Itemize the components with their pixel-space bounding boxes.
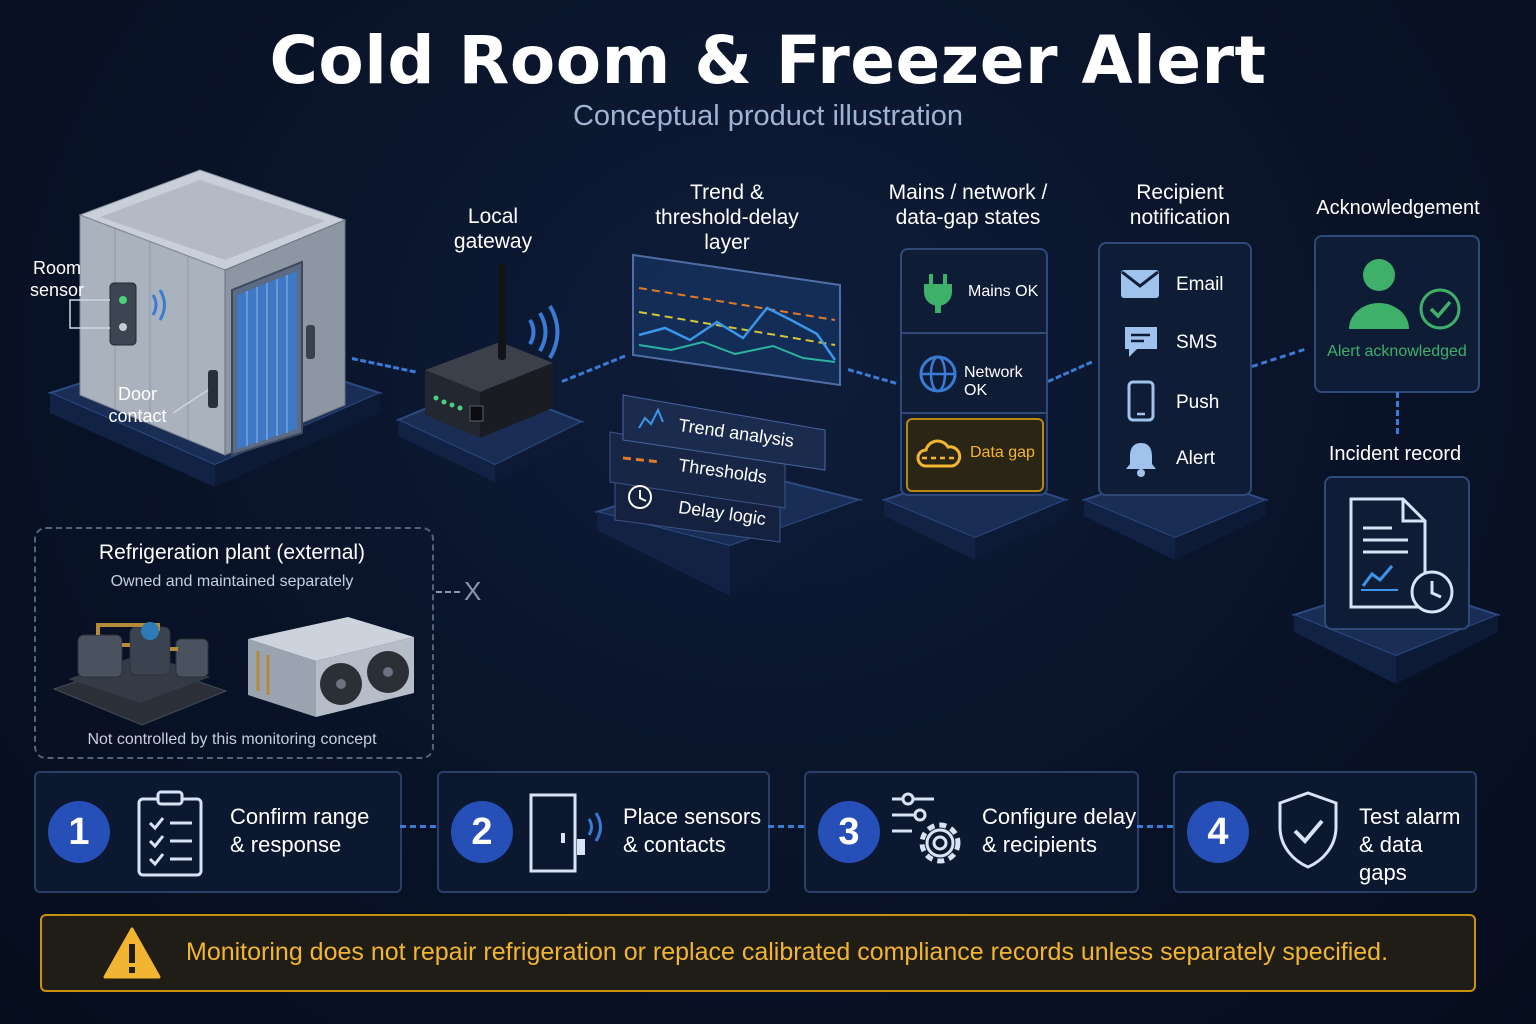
gateway-label: Local gateway (453, 205, 533, 253)
door-contact-label: Door contact (108, 384, 167, 426)
connector-states-notification (1047, 360, 1093, 383)
checklist-icon (137, 790, 203, 877)
step-2: 2 Place sensors & contacts (437, 771, 770, 893)
channel-sms: SMS (1100, 324, 1250, 364)
step-connector-2 (768, 825, 804, 828)
channel-email: Email (1100, 266, 1250, 306)
plant-disconnect-x-icon: X (464, 576, 482, 606)
step-3-text: Configure delay & recipients (982, 804, 1137, 857)
email-icon (1121, 270, 1159, 298)
door-sensor-icon (529, 793, 602, 873)
step-1: 1 Confirm range & response (34, 771, 402, 893)
phone-icon (1127, 380, 1155, 422)
state-mains-text: Mains OK (968, 283, 1039, 300)
plant-note: Not controlled by this monitoring concep… (87, 731, 377, 748)
incident-card (1324, 476, 1470, 630)
channel-push-text: Push (1176, 392, 1220, 413)
page-title: Cold Room & Freezer Alert (269, 22, 1267, 99)
notification-panel: Email SMS Push Alert (1098, 242, 1252, 496)
disclaimer-text: Monitoring does not repair refrigeration… (186, 938, 1389, 966)
step-4: 4 Test alarm & data gaps (1173, 771, 1477, 893)
globe-icon (919, 355, 957, 393)
acknowledgement-status: Alert acknowledged (1327, 343, 1467, 360)
cold-room-illustration (47, 169, 383, 487)
plant-disconnect-line (436, 591, 460, 593)
warning-icon (103, 927, 161, 979)
room-sensor-label: Room sensor (29, 258, 85, 300)
step-2-number: 2 (451, 801, 513, 863)
plug-icon (924, 274, 952, 313)
cold-room-unit: Room sensor Door contact (30, 165, 390, 505)
state-network-text: Network OK (964, 364, 1023, 399)
channel-push: Push (1100, 380, 1250, 424)
gateway-device (395, 264, 585, 482)
channel-email-text: Email (1176, 274, 1224, 295)
plant-title: Refrigeration plant (external) (98, 541, 366, 564)
notification-label: Recipient notification (1129, 181, 1231, 229)
step-4-number: 4 (1187, 801, 1249, 863)
state-mains: Mains OK (902, 250, 1046, 334)
state-network: Network OK (902, 334, 1046, 414)
state-data-gap-text: Data gap (970, 444, 1035, 461)
document-clock-icon (1349, 497, 1454, 614)
chat-bubble-icon (1125, 327, 1157, 357)
refrigeration-plant-box: Refrigeration plant (external) Owned and… (34, 527, 434, 759)
channel-alert: Alert (1100, 440, 1250, 480)
incident-label: Incident record (1328, 443, 1462, 465)
acknowledgement-label: Acknowledgement (1316, 197, 1480, 219)
step-4-text: Test alarm & data gaps (1359, 804, 1461, 885)
step-3-number: 3 (818, 801, 880, 863)
channel-sms-text: SMS (1176, 332, 1218, 353)
step-1-number: 1 (48, 801, 110, 863)
channel-alert-text: Alert (1176, 448, 1216, 469)
acknowledgement-card: Alert acknowledged (1314, 235, 1480, 393)
bell-icon (1126, 443, 1156, 477)
page-subtitle: Conceptual product illustration (572, 100, 964, 132)
cloud-gap-icon (916, 439, 962, 468)
step-3: 3 Configure delay & recipients (804, 771, 1139, 893)
step-1-text: Confirm range & response (230, 804, 370, 857)
plant-subtitle: Owned and maintained separately (110, 573, 354, 590)
ack-incident-connector (1396, 392, 1399, 434)
states-label: Mains / network / data-gap states (888, 181, 1048, 229)
step-connector-3 (1137, 825, 1173, 828)
plant-equipment (52, 617, 414, 726)
gear-sliders-icon (892, 792, 961, 864)
user-check-icon (1349, 259, 1461, 330)
step-connector-1 (400, 825, 436, 828)
step-2-text: Place sensors & contacts (623, 804, 762, 857)
disclaimer-banner: Monitoring does not repair refrigeration… (40, 914, 1476, 992)
states-panel: Mains OK Network OK Data gap (900, 248, 1048, 496)
trend-layer-stack (595, 253, 864, 596)
trend-layer-label: Trend & threshold-delay layer (655, 181, 799, 254)
shield-check-icon (1278, 791, 1338, 869)
connector-notification-ack (1251, 348, 1305, 368)
state-data-gap: Data gap (906, 418, 1044, 492)
